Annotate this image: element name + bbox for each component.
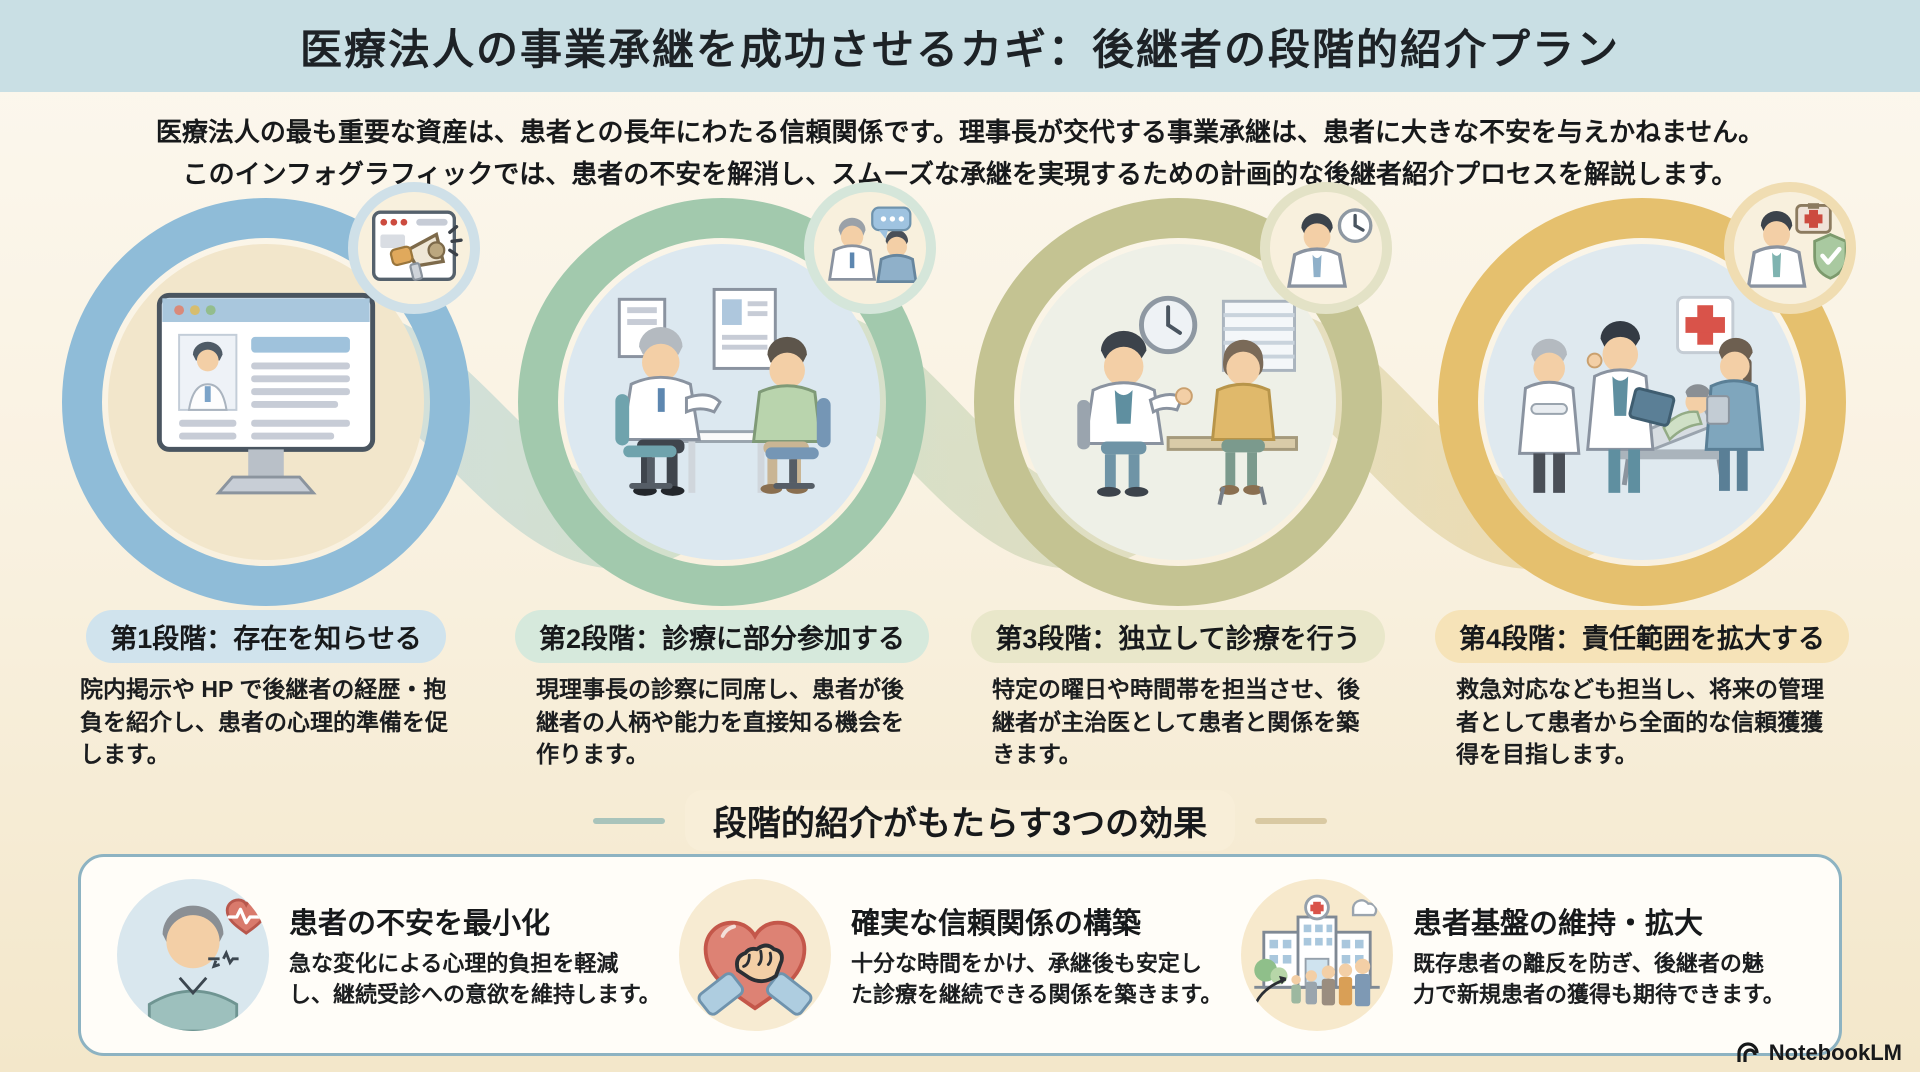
effect-3-text: 患者基盤の維持・拡大 既存患者の離反を防ぎ、後継者の魅力で新規患者の獲得も期待で… [1413, 900, 1785, 1010]
hospital-growth-icon [1241, 879, 1393, 1031]
doctor-shield-firstaid-icon [1724, 182, 1856, 314]
stage-3-column: 第3段階：独立して診療を行う 特定の曜日や時間帯を担当させ、後継者が主治医として… [948, 182, 1408, 771]
stage-2-column: 第2段階：診療に部分参加する 現理事長の診察に同席し、患者が後継者の人柄や能力を… [492, 182, 952, 771]
patient-heartbeat-icon [117, 879, 269, 1031]
stage-row: 第1段階：存在を知らせる 院内掲示や HP で後継者の経歴・抱負を紹介し、患者の… [0, 182, 1920, 788]
stage-2-label: 第2段階：診療に部分参加する [514, 610, 929, 663]
stage-1-column: 第1段階：存在を知らせる 院内掲示や HP で後継者の経歴・抱負を紹介し、患者の… [36, 182, 496, 771]
effect-1-text: 患者の不安を最小化 急な変化による心理的負担を軽減し、継続受診への意欲を維持しま… [289, 900, 661, 1010]
doctor-profile-website-monitor [108, 244, 424, 560]
effects-heading-row: 段階的紹介がもたらす3つの効果 [0, 790, 1920, 851]
effect-1-title: 患者の不安を最小化 [289, 907, 551, 940]
heading-line-right [1255, 817, 1328, 824]
stage-1-body: 院内掲示や HP で後継者の経歴・抱負を紹介し、患者の心理的準備を促します。 [80, 676, 448, 768]
intro-line-2: このインフォグラフィックでは、患者の不安を解消し、スムーズな承継を実現するための… [182, 158, 1738, 189]
heading-line-left [592, 817, 665, 824]
stage-1-illustration [62, 182, 480, 606]
doctor-clock-icon [1260, 182, 1392, 314]
effect-item-2: 確実な信頼関係の構築 十分な時間をかけ、承継後も安定した診療を継続できる関係を築… [679, 879, 1241, 1031]
stage-1-label: 第1段階：存在を知らせる [86, 610, 446, 663]
stage-3-illustration [974, 182, 1392, 606]
effect-item-1: 患者の不安を最小化 急な変化による心理的負担を軽減し、継続受診への意欲を維持しま… [117, 879, 679, 1031]
brand-label: NotebookLM [1768, 1040, 1902, 1065]
notebooklm-logo-icon [1737, 1042, 1759, 1062]
stage-4-column: 第4段階：責任範囲を拡大する 救急対応なども担当し、将来の管理者として患者から全… [1412, 182, 1872, 771]
stage-2-body: 現理事長の診察に同席し、患者が後継者の人柄や能力を直接知る機会を作ります。 [536, 676, 904, 768]
page-title: 医療法人の事業承継を成功させるカギ：後継者の段階的紹介プラン [299, 25, 1620, 73]
effect-3-body: 既存患者の離反を防ぎ、後継者の魅力で新規患者の獲得も期待できます。 [1413, 950, 1785, 1007]
stage-4-illustration [1438, 182, 1856, 606]
stage-3-label: 第3段階：独立して診療を行う [971, 610, 1385, 663]
doctor-patient-chat-icon [804, 182, 936, 314]
effect-2-title: 確実な信頼関係の構築 [851, 907, 1142, 940]
stage-4-label: 第4段階：責任範囲を拡大する [1434, 610, 1849, 663]
effect-1-body: 急な変化による心理的負担を軽減し、継続受診への意欲を維持します。 [289, 950, 661, 1007]
megaphone-webpage-icon [348, 182, 480, 314]
effects-heading: 段階的紹介がもたらす3つの効果 [684, 790, 1236, 851]
heart-handshake-icon [679, 879, 831, 1031]
effects-panel: 患者の不安を最小化 急な変化による心理的負担を軽減し、継続受診への意欲を維持しま… [78, 854, 1842, 1056]
effect-3-title: 患者基盤の維持・拡大 [1413, 907, 1704, 940]
stage-2-illustration [518, 182, 936, 606]
intro-line-1: 医療法人の最も重要な資産は、患者との長年にわたる信頼関係です。理事長が交代する事… [155, 117, 1765, 147]
effect-2-text: 確実な信頼関係の構築 十分な時間をかけ、承継後も安定した診療を継続できる関係を築… [851, 900, 1223, 1010]
header-band: 医療法人の事業承継を成功させるカギ：後継者の段階的紹介プラン [0, 0, 1920, 92]
stage-4-body: 救急対応なども担当し、将来の管理者として患者から全面的な信頼獲獲得を目指します。 [1456, 676, 1824, 768]
effect-2-body: 十分な時間をかけ、承継後も安定した診療を継続できる関係を築きます。 [851, 950, 1223, 1007]
brand-footer: NotebookLM [1736, 1040, 1902, 1066]
intro-paragraph: 医療法人の最も重要な資産は、患者との長年にわたる信頼関係です。理事長が交代する事… [0, 112, 1920, 195]
stage-3-body: 特定の曜日や時間帯を担当させ、後継者が主治医として患者と関係を築きます。 [992, 676, 1360, 768]
effect-item-3: 患者基盤の維持・拡大 既存患者の離反を防ぎ、後継者の魅力で新規患者の獲得も期待で… [1241, 879, 1803, 1031]
